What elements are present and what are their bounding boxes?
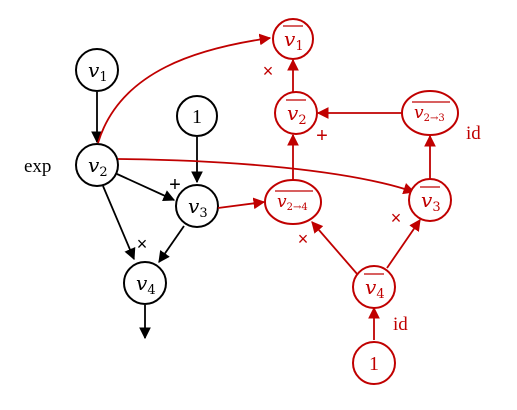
label-exp: exp [24,156,51,177]
svg-text:v2→3: v2→3 [414,103,445,124]
edge-v2-to-v3bar [117,158,416,195]
node-v4bar: v4 [352,265,396,309]
node-one-red: 1 [352,341,396,385]
svg-text:1: 1 [369,353,379,375]
svg-text:v2: v2 [287,101,307,128]
node-v3: v3 [175,184,219,228]
adjoint-graph: v1 v2 v2→3 v2→4 v3 v4 1 [97,18,481,385]
edge-v3-v4 [158,225,185,263]
edge-v4bar-v2to4bar [311,221,359,276]
forward-graph: v1 v2 1 v3 v4 exp + × [24,48,219,340]
node-v2to3bar: v2→3 [401,90,459,136]
node-v3bar: v3 [408,178,452,222]
svg-text:v1: v1 [88,58,108,85]
label-plus: + [169,174,181,196]
node-v2to4bar: v2→4 [264,179,322,225]
svg-text:v1: v1 [284,27,304,54]
svg-text:1: 1 [192,106,202,128]
node-v4: v4 [123,261,167,305]
svg-text:v4: v4 [136,271,156,298]
label-id-bottom: id [393,314,408,335]
svg-text:v4: v4 [365,275,385,302]
node-v2bar: v2 [274,91,318,135]
svg-text:v2→4: v2→4 [277,192,308,213]
svg-text:v3: v3 [421,188,441,215]
label-times: × [137,234,148,254]
node-v1: v1 [75,48,119,92]
node-v2: v2 [75,143,119,187]
edge-v4bar-v3bar [386,219,421,269]
label-times-top: × [263,61,274,81]
svg-text:v3: v3 [188,194,208,221]
edge-v2-v4 [102,185,136,261]
label-times-left: × [298,229,309,249]
node-v1bar: v1 [272,18,314,60]
label-plus-red: + [316,125,328,147]
svg-text:v2: v2 [88,153,108,180]
edge-v3-to-v2to4bar [217,197,266,210]
edge-v2-to-v1bar [97,33,272,144]
node-one: 1 [176,95,218,137]
edge-v2-v3 [116,173,176,201]
label-times-right: × [391,208,402,228]
label-id-right: id [466,123,481,144]
